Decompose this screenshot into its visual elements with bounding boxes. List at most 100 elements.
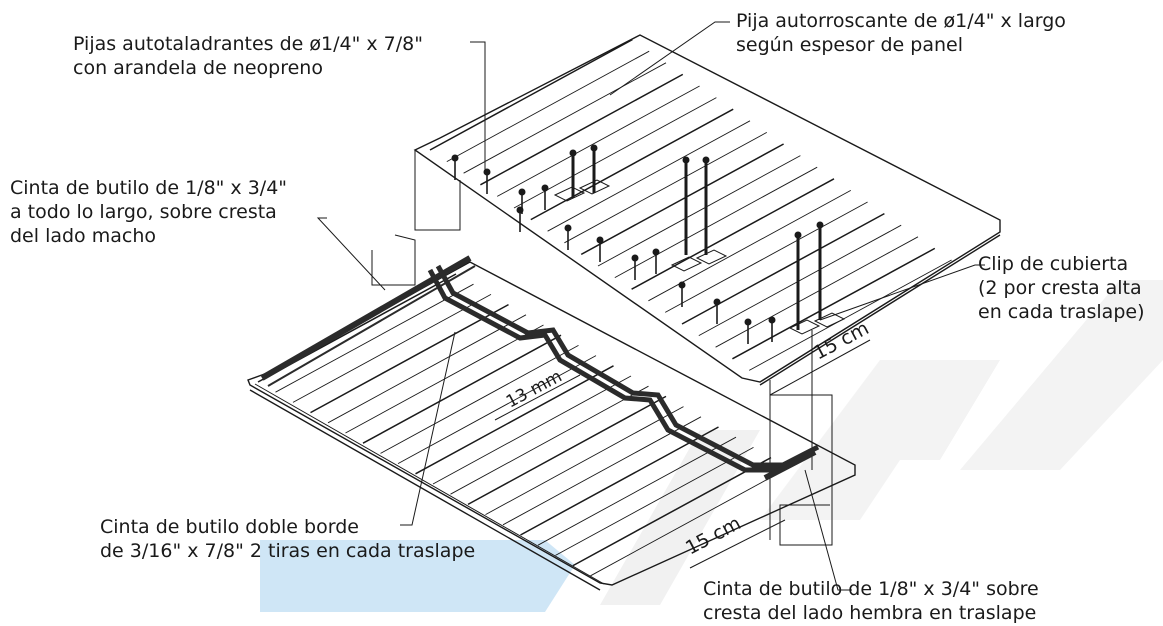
upper-panel-rib-line <box>715 236 919 348</box>
dim-lower-15cm <box>689 519 786 569</box>
watermark-grey-shape-1 <box>600 430 760 605</box>
upper-panel-rib-line <box>698 224 902 336</box>
clips <box>553 179 846 335</box>
lower-panel-rib-line <box>590 467 789 577</box>
support-boxes <box>371 150 833 546</box>
clip-5 <box>788 319 821 335</box>
lower-panel-rib-line <box>432 375 632 485</box>
lower-panel-rib-line <box>520 426 719 536</box>
upper-panel-rib-line <box>463 62 667 174</box>
leader-double <box>400 331 456 526</box>
upper-panel-rib-line <box>681 212 885 325</box>
upper-panel <box>413 34 1001 386</box>
lower-panel-rib-line <box>327 314 527 424</box>
upper-panel-rib-line <box>614 166 818 278</box>
tape-strip-1 <box>260 255 472 381</box>
dim-13mm <box>494 374 581 421</box>
upper-panel-rib-line <box>429 38 633 151</box>
lower-panel-rib-line <box>555 447 754 556</box>
screw-head <box>518 188 526 196</box>
lower-panel-rib-line <box>485 406 684 515</box>
lower-panel-rib-line <box>362 334 562 444</box>
double-tape-2 <box>435 264 820 468</box>
upper-panel-rib-line <box>748 259 952 371</box>
butyl-tape-female <box>763 449 817 481</box>
watermark-blue-shape <box>260 540 575 612</box>
watermark <box>260 280 1163 612</box>
upper-panel-rib-line <box>564 132 768 244</box>
lower-panel-rib-line <box>450 385 649 495</box>
lower-panel-rib-line <box>310 303 509 414</box>
lower-front-edge-2 <box>254 383 605 585</box>
female-tape <box>763 449 817 481</box>
lower-panel-rib-line <box>380 345 579 454</box>
leader-butyl-male <box>316 217 386 291</box>
screw-head <box>483 168 491 176</box>
clip-6 <box>813 312 846 328</box>
upper-panel-rib-line <box>631 178 835 290</box>
upper-panel-rib-line <box>547 120 751 232</box>
label-butyl-tape-male: Cinta de butilo de 1/8" x 3/4"a todo lo … <box>10 177 287 247</box>
screw-head <box>713 298 721 306</box>
lower-panel <box>247 261 856 591</box>
screw-head <box>451 154 459 162</box>
lower-panel-rib-line <box>572 456 772 567</box>
lower-panel-rib-line <box>537 436 737 546</box>
screw-head <box>702 156 710 164</box>
watermark-grey-shape-2 <box>760 360 1000 520</box>
screw-head <box>631 254 639 262</box>
dim-upper-15cm <box>769 339 871 396</box>
screw-head <box>678 281 686 289</box>
screw-head <box>816 221 824 229</box>
lower-panel-rib-line <box>467 395 667 506</box>
upper-panel-outline <box>413 34 1001 383</box>
screw-head <box>569 149 577 157</box>
leader-self-drilling <box>470 41 486 170</box>
dim-label-13mm: 13 mm <box>503 367 566 413</box>
lower-panel-rib-line <box>502 416 702 526</box>
dim-label-upper-15cm: 15 cm <box>810 317 873 364</box>
double-tape-1 <box>427 268 812 473</box>
screw-head <box>541 184 549 192</box>
lower-panel-rib-line <box>275 283 474 393</box>
screw-head <box>768 316 776 324</box>
clip-4 <box>695 249 728 265</box>
screw-head <box>652 248 660 256</box>
upper-panel-rib-line <box>496 85 700 197</box>
upper-support <box>414 150 461 231</box>
leader-female <box>804 469 852 591</box>
screw-head <box>564 224 572 232</box>
screw-head <box>590 144 598 152</box>
lower-panel-rib-line <box>292 294 492 403</box>
lower-front-edge <box>249 389 601 591</box>
screw-head <box>516 206 524 214</box>
dimension-lines <box>494 339 871 569</box>
upper-panel-rib-line <box>480 73 684 186</box>
lower-panel-rib-line <box>415 365 614 475</box>
clip-1 <box>553 186 586 202</box>
upper-front-edge <box>759 234 1001 386</box>
upper-panel-rib-line <box>446 50 650 162</box>
upper-panel-rib-line <box>597 155 801 267</box>
upper-panel-rib-line <box>580 143 784 256</box>
clip-3 <box>670 256 703 272</box>
upper-panel-rib-line <box>530 108 734 221</box>
butyl-tape-double <box>427 264 820 473</box>
left-support <box>371 234 416 286</box>
upper-panel-rib-line <box>732 247 936 360</box>
label-self-drilling-screws: Pijas autotaladrantes de ø1/4" x 7/8"con… <box>73 33 423 79</box>
watermark-grey-shape-3 <box>960 280 1163 470</box>
screw-head <box>596 236 604 244</box>
screws <box>451 144 824 344</box>
upper-panel-rib-line <box>664 201 868 313</box>
screw-head <box>682 156 690 164</box>
leader-clip <box>819 264 985 321</box>
leader-lines <box>316 21 985 591</box>
lower-panel-rib-line <box>397 355 597 464</box>
screw-head <box>744 318 752 326</box>
